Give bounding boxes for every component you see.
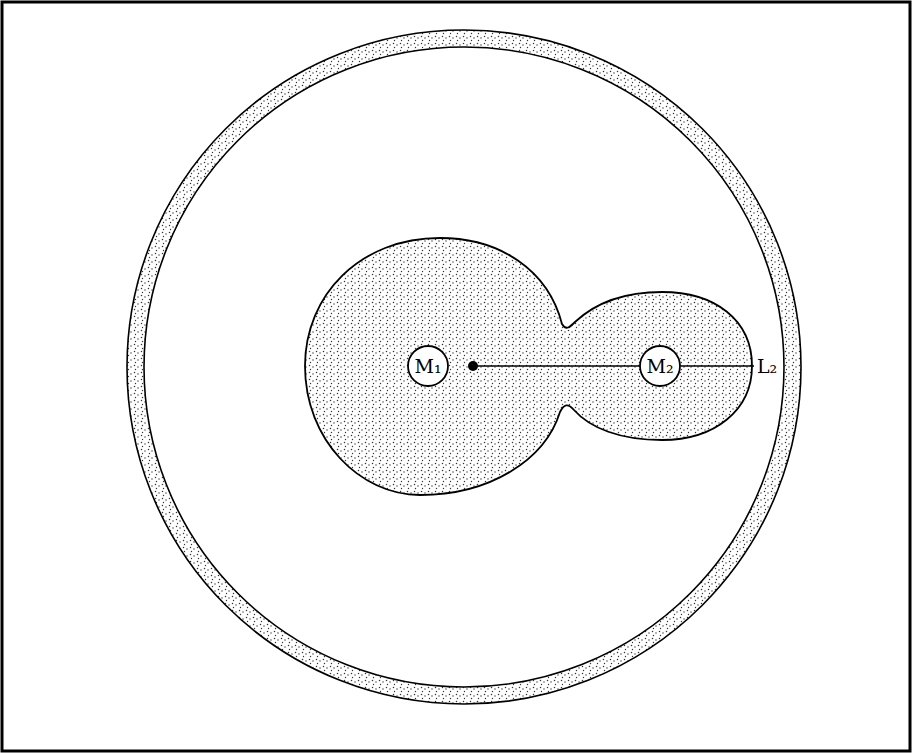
star-label: M₂ [646,357,673,376]
lagrange-point-label: L₂ [755,355,779,378]
star-circle: M₁ [407,345,449,387]
star-label: M₁ [414,357,441,376]
stippled-ring [127,30,801,704]
center-of-mass-dot [468,361,478,371]
ring-outer-edge [127,30,801,704]
star-outline-circle [640,346,680,386]
axis-line [473,365,640,367]
star-outline-circle [408,346,448,386]
star-circle: M₂ [639,345,681,387]
ring-inner-edge [144,47,784,687]
axis-line [681,365,754,367]
